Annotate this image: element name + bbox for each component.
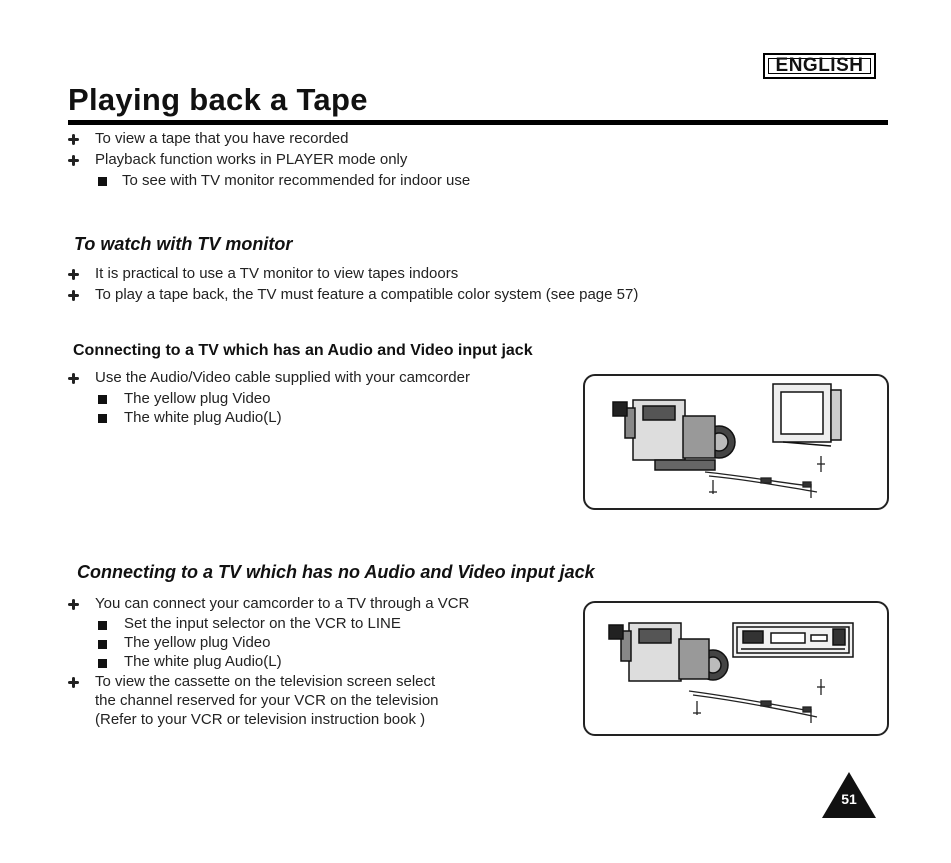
section-heading-no-av-jack: Connecting to a TV which has no Audio an…: [77, 562, 595, 582]
tv-connection-figure: [583, 374, 889, 510]
square-bullet-icon: [98, 177, 107, 186]
vcr-bullet-2-line-1: To view the cassette on the television s…: [95, 673, 436, 690]
language-label: ENGLISH: [775, 55, 864, 76]
av-cable-icon: [688, 679, 825, 723]
av-item-audio: The white plug Audio(L): [124, 409, 282, 426]
cross-bullet-icon: [68, 269, 79, 280]
vcr-connection-figure: [583, 601, 889, 736]
square-bullet-icon: [98, 640, 107, 649]
cross-bullet-icon: [68, 373, 79, 384]
av-item-video: The yellow plug Video: [124, 390, 271, 407]
square-bullet-icon: [98, 395, 107, 404]
cross-bullet-icon: [68, 134, 79, 145]
title-rule: [68, 120, 888, 125]
intro-bullet-1: To view a tape that you have recorded: [95, 130, 349, 147]
camcorder-vcr-illustration: [608, 622, 854, 723]
cross-bullet-icon: [68, 599, 79, 610]
section-heading-tv-monitor: To watch with TV monitor: [74, 234, 293, 254]
square-bullet-icon: [98, 414, 107, 423]
vcr-bullet-2-line-2: the channel reserved for your VCR on the…: [95, 692, 439, 709]
intro-bullet-2: Playback function works in PLAYER mode o…: [95, 151, 408, 168]
vcr-item-video: The yellow plug Video: [124, 634, 271, 651]
cross-bullet-icon: [68, 677, 79, 688]
vcr-bullet-2-line-3: (Refer to your VCR or television instruc…: [95, 711, 426, 728]
vcr-item-audio: The white plug Audio(L): [124, 653, 282, 670]
page-number-badge: 51: [822, 772, 876, 818]
intro-sub-item: To see with TV monitor recommended for i…: [122, 172, 471, 189]
vcr-bullet-1: You can connect your camcorder to a TV t…: [95, 595, 470, 612]
camcorder-icon: [608, 622, 729, 682]
triangle-icon: [822, 772, 876, 818]
tv-bullet-1: It is practical to use a TV monitor to v…: [95, 265, 459, 282]
language-badge: ENGLISH: [763, 53, 876, 79]
square-bullet-icon: [98, 621, 107, 630]
av-bullet: Use the Audio/Video cable supplied with …: [95, 369, 470, 386]
tv-bullet-2: To play a tape back, the TV must feature…: [95, 286, 639, 303]
camcorder-icon: [612, 399, 736, 471]
page-number: 51: [841, 791, 857, 807]
square-bullet-icon: [98, 659, 107, 668]
cross-bullet-icon: [68, 155, 79, 166]
section-heading-av-jack: Connecting to a TV which has an Audio an…: [73, 342, 533, 359]
av-cable-icon: [704, 456, 825, 498]
page-title: Playing back a Tape: [68, 82, 368, 117]
camcorder-tv-illustration: [612, 383, 842, 498]
vcr-item-input-selector: Set the input selector on the VCR to LIN…: [124, 615, 401, 632]
tv-monitor-icon: [772, 383, 842, 447]
cross-bullet-icon: [68, 290, 79, 301]
vcr-icon: [732, 622, 854, 658]
